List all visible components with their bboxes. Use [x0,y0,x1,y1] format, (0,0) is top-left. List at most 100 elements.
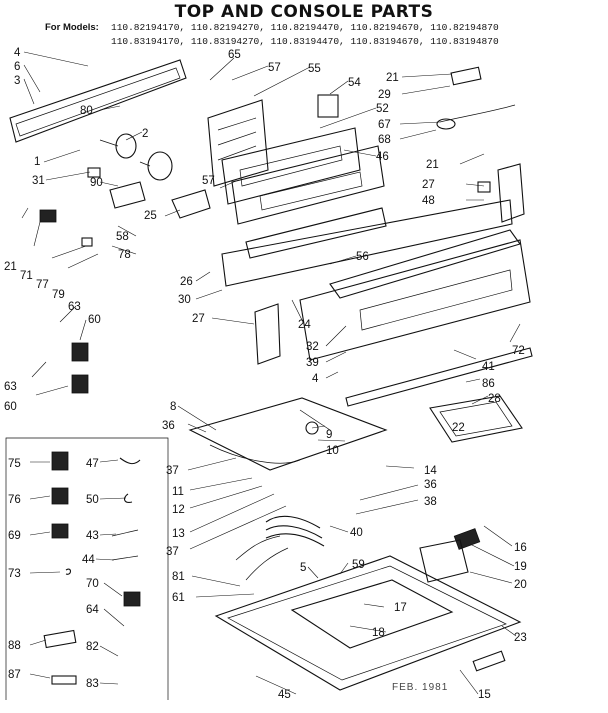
callout-72: 72 [512,345,525,357]
callout-63b: 63 [4,381,17,393]
callout-36a: 36 [162,420,175,432]
callout-60b: 60 [4,401,17,413]
console-frame-56 [221,199,513,287]
callout-21c: 21 [4,261,17,273]
callout-31: 31 [32,175,45,187]
callout-54: 54 [348,77,361,89]
callout-1: 1 [34,156,40,168]
callout-32: 32 [306,341,319,353]
lid-switch-16-19-20 [419,528,481,583]
callout-14: 14 [424,465,437,477]
callout-48: 48 [422,195,435,207]
callout-12: 12 [172,504,185,516]
bracket-25 [171,189,211,219]
callout-65: 65 [228,49,241,61]
callout-2: 2 [142,128,148,140]
door-lid-22 [429,395,523,443]
callout-27b: 27 [192,313,205,325]
page-title: TOP AND CONSOLE PARTS [174,2,434,22]
callout-25: 25 [144,210,157,222]
callout-57b: 57 [202,175,215,187]
callout-90: 90 [90,177,103,189]
callout-64: 64 [86,604,99,616]
parts-legend-box [5,437,169,700]
callout-45: 45 [278,689,291,701]
callout-15: 15 [478,689,491,701]
models-label: For Models: [45,22,99,33]
wire-harness-21-29 [436,66,516,130]
models-line-1: 110.82194170, 110.82194270, 110.82194470… [111,22,499,33]
callout-28: 28 [488,393,501,405]
callout-67: 67 [378,119,391,131]
callout-4: 4 [14,47,21,59]
timer-knob-assembly [99,133,173,181]
callout-69: 69 [8,530,21,542]
callout-83: 83 [86,678,99,690]
callout-71: 71 [20,270,33,282]
top-panel-main [188,397,388,471]
callout-16: 16 [514,542,527,554]
callout-17: 17 [394,602,407,614]
callout-13: 13 [172,528,185,540]
callout-61: 61 [172,592,185,604]
callout-labels: 4 6 3 2 1 31 90 65 57 55 54 80 52 46 21 … [4,47,527,701]
callout-43: 43 [86,530,99,542]
end-cap-27 [254,303,281,365]
callout-23: 23 [514,632,527,644]
callout-70: 70 [86,578,99,590]
callout-44: 44 [82,554,95,566]
callout-75: 75 [8,458,21,470]
callout-21a: 21 [386,72,399,84]
callout-29: 29 [378,89,391,101]
callout-8: 8 [170,401,176,413]
callout-56: 56 [356,251,369,263]
callout-39: 39 [306,357,319,369]
callout-63a: 63 [68,301,81,313]
callout-76: 76 [8,494,21,506]
top-frame [214,555,522,691]
callout-52: 52 [376,103,389,115]
callout-36b: 36 [424,479,437,491]
switch-bracket-60 [71,342,89,394]
callout-21b: 21 [426,159,439,171]
callout-37a: 37 [166,465,179,477]
callout-82: 82 [86,641,99,653]
trim-strip-28 [345,347,533,407]
control-board [207,99,269,187]
callout-6: 6 [14,61,20,73]
callout-81: 81 [172,571,185,583]
callout-4b: 4 [312,373,319,385]
console-back-41 [299,229,531,361]
callout-10: 10 [326,445,339,457]
callout-88: 88 [8,640,21,652]
callout-57: 57 [268,62,281,74]
callout-26: 26 [180,276,193,288]
control-panel-52 [231,145,385,225]
switch-54 [317,94,339,118]
callout-68: 68 [378,134,391,146]
callout-79: 79 [52,289,65,301]
leader-lines [21,51,521,695]
callout-37b: 37 [166,546,179,558]
callout-40: 40 [350,527,363,539]
console-back-panel [9,59,187,143]
callout-19: 19 [514,561,527,573]
callout-18: 18 [372,627,385,639]
callout-41: 41 [482,361,495,373]
callout-24: 24 [298,319,311,331]
callout-22: 22 [452,422,465,434]
callout-38: 38 [424,496,437,508]
date-stamp: FEB. 1981 [392,682,448,693]
callout-59: 59 [352,559,365,571]
callout-86: 86 [482,378,495,390]
callout-47: 47 [86,458,99,470]
callout-50: 50 [86,494,99,506]
callout-30: 30 [178,294,191,306]
console-end-cap [477,163,525,223]
callout-87: 87 [8,669,21,681]
models-line-2: 110.83194170, 110.83194270, 110.83194470… [111,36,499,47]
callout-46: 46 [376,151,389,163]
callout-27a: 27 [422,179,435,191]
callout-20: 20 [514,579,527,591]
